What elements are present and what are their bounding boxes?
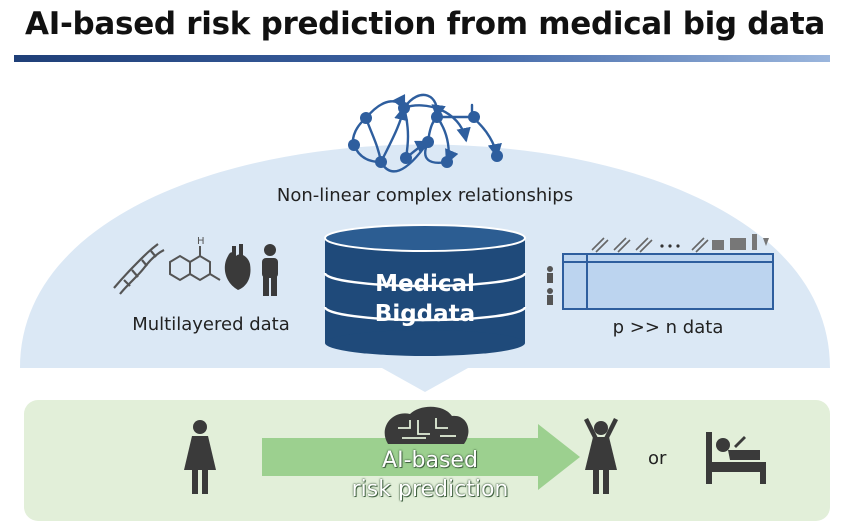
prediction-label-line1: AI-based xyxy=(382,448,478,473)
small-person-icons xyxy=(547,266,553,305)
matrix-table-icon xyxy=(562,253,774,310)
woman-icon xyxy=(184,420,216,494)
brain-icon xyxy=(384,406,469,444)
celebrating-woman-icon xyxy=(584,418,618,494)
svg-text:H: H xyxy=(197,236,205,247)
prediction-label-line2: risk prediction xyxy=(351,477,509,502)
pn-data-label: p >> n data xyxy=(612,317,724,338)
database-icon xyxy=(323,224,527,356)
patient-in-bed-icon xyxy=(706,432,766,484)
title-rule xyxy=(14,55,830,62)
molecule-icon: H xyxy=(169,236,221,282)
or-label: or xyxy=(648,448,667,469)
feature-icons xyxy=(591,234,769,253)
database-label-line1: Medical xyxy=(375,271,475,297)
database-label-line2: Bigdata xyxy=(374,301,476,327)
network-nodes xyxy=(348,102,503,168)
nonlinear-label: Non-linear complex relationships xyxy=(276,185,574,206)
heart-icon xyxy=(224,244,251,290)
multilayered-label: Multilayered data xyxy=(132,314,290,335)
prediction-arrow xyxy=(262,424,580,490)
dna-icon xyxy=(113,243,165,295)
page-title: AI-based risk prediction from medical bi… xyxy=(25,6,825,42)
person-icon xyxy=(262,244,278,296)
